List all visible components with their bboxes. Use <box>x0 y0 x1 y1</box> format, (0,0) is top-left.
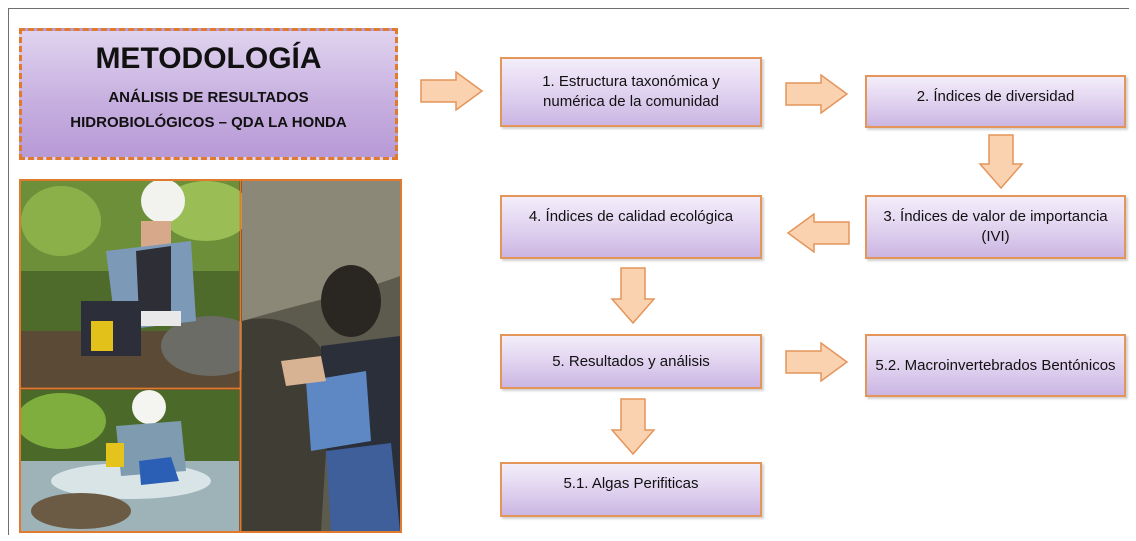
photo-bottom-left <box>21 390 239 531</box>
photo-top-left <box>21 181 261 387</box>
diagram-frame <box>8 8 1129 535</box>
photo-right <box>242 181 400 531</box>
field-photo-collage <box>19 179 402 533</box>
arrow-right-icon <box>785 342 849 382</box>
step-4-ecological-quality-indices: 4. Índices de calidad ecológica <box>500 195 762 259</box>
arrow-down-icon <box>978 134 1024 190</box>
arrow-right-icon <box>785 74 849 114</box>
title-box: METODOLOGÍA ANÁLISIS DE RESULTADOS HIDRO… <box>19 28 398 160</box>
step-5-results-analysis: 5. Resultados y análisis <box>500 334 762 389</box>
step-3-importance-value-indices: 3. Índices de valor de importancia (IVI) <box>865 195 1126 259</box>
photo-collage-image <box>21 181 400 531</box>
step-1-taxonomic-structure: 1. Estructura taxonómica y numérica de l… <box>500 57 762 127</box>
step-5-2-benthic-macroinvertebrates: 5.2. Macroinvertebrados Bentónicos <box>865 334 1126 397</box>
title-main: METODOLOGÍA <box>95 42 322 75</box>
arrow-down-icon <box>610 267 656 325</box>
step-2-diversity-indices: 2. Índices de diversidad <box>865 75 1126 128</box>
title-line-1: ANÁLISIS DE RESULTADOS <box>108 89 309 106</box>
arrow-left-icon <box>786 213 850 253</box>
step-5-1-periphytic-algae: 5.1. Algas Perifiticas <box>500 462 762 517</box>
title-line-2: HIDROBIOLÓGICOS – QDA LA HONDA <box>70 114 347 131</box>
arrow-down-icon <box>610 398 656 456</box>
arrow-right-icon <box>420 71 484 111</box>
